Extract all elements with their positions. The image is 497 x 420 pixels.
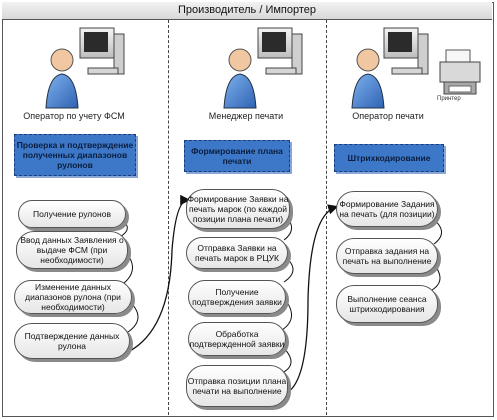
step-send-request-rcuk: Отправка Заявки на печать марок в РЦУК [186,237,288,269]
step-send-plan-item: Отправка позиции плана печати на выполне… [186,365,288,407]
step-create-print-task: Формирование Задания на печать (для пози… [336,191,438,227]
lane-divider [326,20,327,415]
computer-icon [79,27,125,75]
lane-divider [168,20,169,415]
step-confirm-roll-data: Подтверждение данных рулона [14,323,130,359]
person-icon [351,48,385,109]
step-barcoding-session: Выполнение сеанса штрихкодирования [336,285,438,323]
step-send-print-task: Отправка задания на печать на выполнение [336,238,438,274]
step-receive-rolls: Получение рулонов [18,200,126,228]
flow-connector [281,345,292,374]
step-change-roll-ranges: Изменение данных диапазонов рулона (при … [14,280,132,314]
step-receive-confirmation: Получение подтверждения заявки [188,280,286,314]
step-create-print-request: Формирование Заявки на печать марок (по … [186,189,290,229]
person-icon [223,48,257,109]
step-process-confirmed-request: Обработка подтвержденной заявки [188,322,286,356]
lane-header-print-plan: Формирование плана печати [184,140,290,172]
step-enter-fsm-application: Ввод данных Заявления о выдаче ФСМ (при … [16,231,128,269]
flow-connector [281,297,292,331]
diagram-title: Производитель / Импортер [2,2,492,20]
printer-caption: Принтер [437,96,461,102]
lane-header-barcoding: Штрихкодирование [334,144,444,172]
person-icon [45,48,79,109]
computer-icon [383,27,429,75]
printer-icon [439,49,481,95]
role-label-print-manager: Менеджер печати [208,111,284,121]
computer-icon [257,27,303,75]
flow-connector [431,217,442,245]
cross-lane-arrow [283,204,339,395]
role-label-accounting-operator: Оператор по учету ФСМ [23,111,125,121]
lane-header-roll-verification: Проверка и подтверждение полученных диап… [14,134,136,176]
cross-lane-arrow [127,194,191,353]
role-label-print-operator: Оператор печати [352,111,424,121]
